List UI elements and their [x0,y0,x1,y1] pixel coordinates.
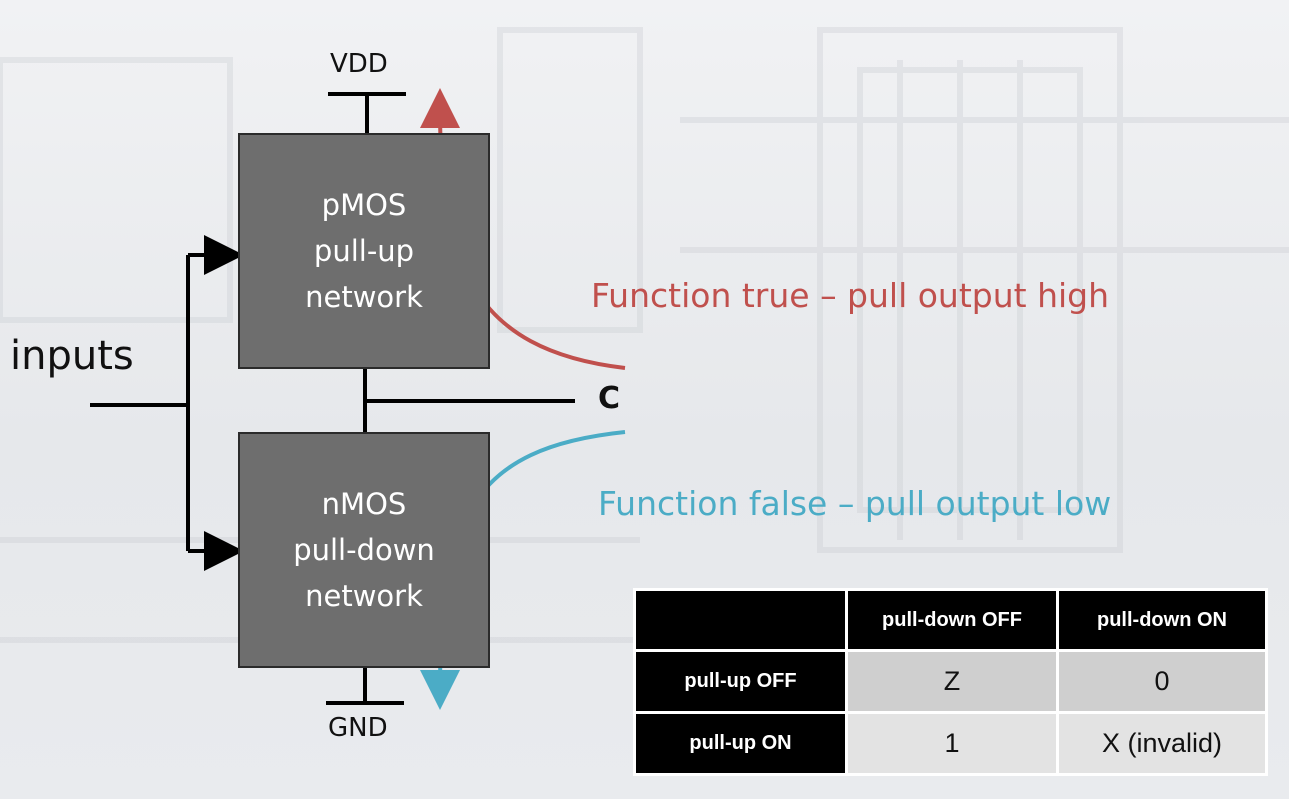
pull-down-line2: pull-down [293,533,435,567]
pull-network-truth-table: pull-down OFF pull-down ON pull-up OFF Z… [633,588,1268,776]
function-true-annotation: Function true – pull output high [591,276,1110,315]
inputs-label: inputs [10,333,134,379]
pull-down-line3: network [305,579,423,613]
table-row: pull-up OFF Z 0 [636,652,1265,711]
gnd-label: GND [328,713,388,743]
cell-0: 0 [1059,652,1265,711]
pull-up-line1: pMOS [321,188,407,222]
output-c-label: C [598,381,621,416]
pull-down-line1: nMOS [321,487,407,521]
row-header-pull-up-off: pull-up OFF [636,652,845,711]
cell-1: 1 [848,714,1056,773]
pull-down-network-block: nMOS pull-down network [238,432,490,668]
table-row: pull-up ON 1 X (invalid) [636,714,1265,773]
pull-up-line2: pull-up [313,234,415,268]
table-corner-cell [636,591,845,649]
pull-up-network-block: pMOS pull-up network [238,133,490,369]
cell-x-invalid: X (invalid) [1059,714,1265,773]
col-header-pull-down-off: pull-down OFF [848,591,1056,649]
table-header-row: pull-down OFF pull-down ON [636,591,1265,649]
col-header-pull-down-on: pull-down ON [1059,591,1265,649]
cell-z: Z [848,652,1056,711]
row-header-pull-up-on: pull-up ON [636,714,845,773]
function-false-annotation: Function false – pull output low [598,484,1112,523]
pull-up-line3: network [305,280,423,314]
vdd-label: VDD [330,49,388,79]
